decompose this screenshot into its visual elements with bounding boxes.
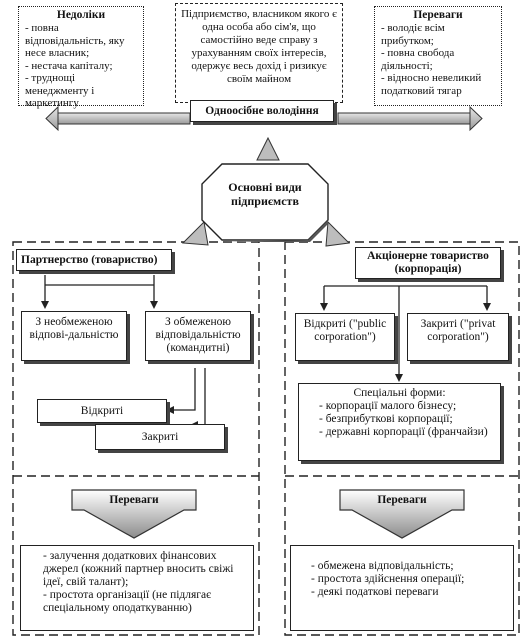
top-triangle: [256, 136, 280, 161]
unlimited-liability-box: З необмеженою відпові-дальністю: [21, 311, 127, 361]
list-item: - залучення додаткових фінансових джерел…: [43, 550, 234, 588]
disadvantages-list: - повна відповідальність, яку несе власн…: [19, 22, 143, 110]
sole-advantages-box: Переваги - володіє всім прибутком; - пов…: [374, 6, 502, 106]
definition-box: Підприємство, власником якого є одна осо…: [175, 3, 343, 103]
corporation-advantages-arrow: [339, 489, 465, 539]
corporation-advantages-title: Переваги: [377, 494, 427, 506]
corporation-open-box: Відкриті ("public corporation"): [295, 313, 395, 361]
sole-advantages-list: - володіє всім прибутком; - повна свобод…: [375, 22, 501, 97]
center-label: Основні види підприємств: [228, 180, 302, 208]
corporation-advantages-list: - обмежена відповідальність; - простота …: [311, 560, 507, 599]
sole-advantages-title: Переваги: [413, 9, 463, 21]
partnership-closed-box: Закриті: [95, 424, 225, 450]
disadvantages-box: Недоліки - повна відповідальність, яку н…: [18, 6, 144, 109]
partnership-title: Партнерство (товариство): [16, 249, 172, 271]
partnership-advantages-title: Переваги: [109, 494, 159, 506]
left-triangle: [181, 220, 209, 246]
list-item: - відносно невеликий податковий тягар: [381, 72, 482, 97]
list-item: - володіє всім прибутком;: [381, 22, 445, 47]
list-item: - корпорації малого бізнесу;: [319, 400, 457, 412]
corporation-title: Акціонерне товариство (корпорація): [355, 247, 501, 279]
list-item: - нестача капіталу;: [25, 59, 113, 72]
list-item: - простота здійснення операції;: [311, 573, 465, 585]
list-item: - державні корпорації (франчайзи): [319, 426, 488, 438]
list-item: - деякі податкові переваги: [311, 586, 439, 598]
definition-text: Підприємство, власником якого є одна осо…: [181, 8, 337, 85]
list-item: - обмежена відповідальність;: [311, 560, 454, 572]
partnership-frame: [12, 241, 260, 636]
special-forms-list: - корпорації малого бізнесу; - безприбут…: [303, 400, 496, 439]
corporation-advantages-box: - обмежена відповідальність; - простота …: [290, 545, 514, 631]
list-item: - повна відповідальність, яку несе власн…: [25, 22, 125, 59]
right-gray-arrow: [337, 105, 483, 132]
partnership-advantages-arrow: [71, 489, 197, 539]
corporation-frame: [284, 241, 520, 636]
center-octagon: [201, 163, 329, 242]
special-forms-box: Спеціальні форми: - корпорації малого бі…: [298, 383, 501, 461]
partnership-advantages-box: - залучення додаткових фінансових джерел…: [20, 545, 254, 631]
limited-liability-box: З обмеженою відповідальністю (командитні…: [145, 311, 251, 361]
left-gray-arrow: [45, 105, 191, 132]
special-forms-title: Спеціальні форми:: [353, 387, 446, 399]
partnership-advantages-list: - залучення додаткових фінансових джерел…: [43, 550, 247, 615]
corporation-closed-box: Закриті ("privat corporation"): [407, 313, 509, 361]
sole-proprietorship-label: Одноосібне володіння: [190, 100, 334, 122]
list-item: - труднощі менеджменту і маркетингу: [25, 72, 95, 109]
list-item: - простота організації (не підлягає спец…: [43, 589, 212, 614]
list-item: - безприбуткові корпорації;: [319, 413, 453, 425]
right-triangle: [325, 220, 351, 247]
partnership-open-box: Відкриті: [37, 399, 167, 423]
disadvantages-title: Недоліки: [56, 9, 106, 21]
list-item: - повна свобода діяльності;: [381, 47, 455, 72]
